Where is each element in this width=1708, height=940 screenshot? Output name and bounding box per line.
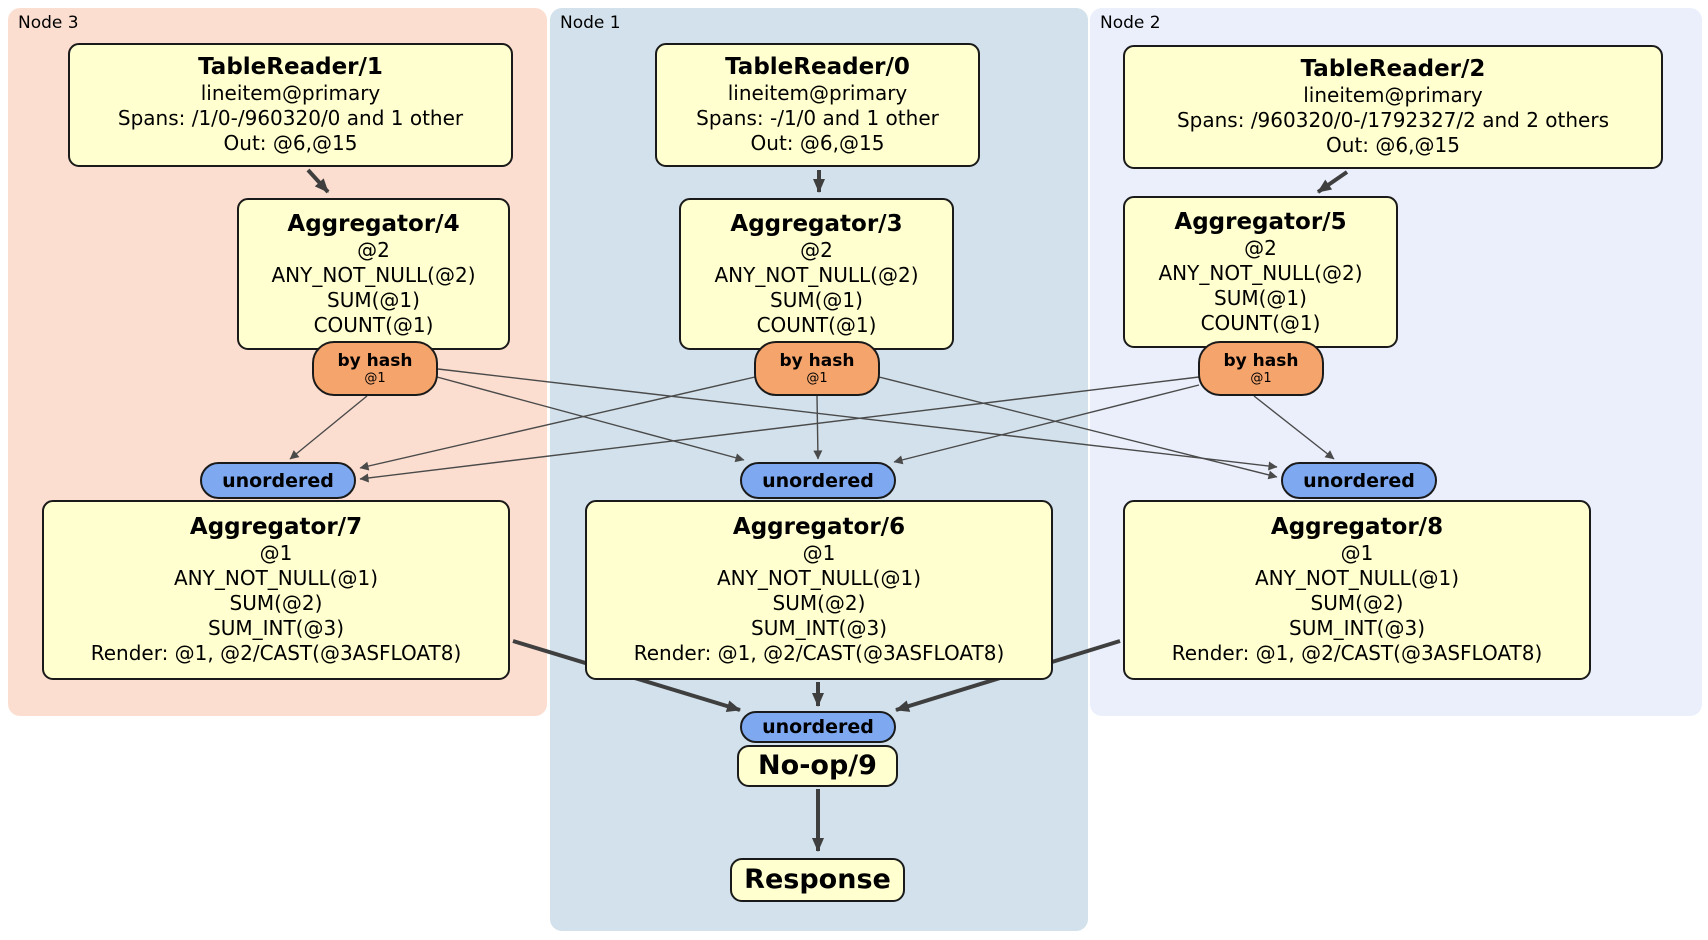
by-hash-router-center: by hash @1 — [754, 341, 880, 396]
aggregator7-render: Render: @1, @2/CAST(@3ASFLOAT8) — [90, 641, 462, 665]
edge-rR-sC — [893, 384, 1200, 465]
tablereader1-title: TableReader/1 — [198, 54, 383, 80]
node1-label: Node 1 — [560, 13, 621, 33]
aggregator6-line: SUM(@2) — [772, 591, 866, 615]
tablereader2-box: TableReader/2 lineitem@primary Spans: /9… — [1123, 45, 1663, 169]
unordered-sync-left: unordered — [200, 462, 356, 499]
aggregator3-line: ANY_NOT_NULL(@2) — [714, 262, 919, 287]
node3-label: Node 3 — [18, 13, 79, 33]
unordered-sync-bottom: unordered — [740, 711, 896, 743]
aggregator7-line: SUM(@2) — [229, 591, 323, 615]
by-hash-router-right: by hash @1 — [1198, 341, 1324, 396]
aggregator3-line: SUM(@1) — [770, 287, 863, 312]
aggregator4-line: COUNT(@1) — [313, 312, 434, 337]
aggregator3-box: Aggregator/3 @2 ANY_NOT_NULL(@2) SUM(@1)… — [679, 198, 954, 350]
aggregator4-line: ANY_NOT_NULL(@2) — [271, 262, 476, 287]
tablereader0-title: TableReader/0 — [725, 54, 910, 80]
aggregator7-title: Aggregator/7 — [189, 514, 363, 540]
by-hash-label: by hash — [337, 351, 413, 371]
unordered-sync-center: unordered — [740, 462, 896, 499]
tablereader2-title: TableReader/2 — [1300, 56, 1486, 82]
router-mesh-edges — [289, 368, 1335, 483]
aggregator7-line: @1 — [259, 541, 293, 565]
aggregator3-line: COUNT(@1) — [756, 312, 877, 337]
tablereader1-spans: Spans: /1/0-/960320/0 and 1 other — [117, 106, 464, 130]
aggregator5-box: Aggregator/5 @2 ANY_NOT_NULL(@2) SUM(@1)… — [1123, 196, 1398, 348]
by-hash-detail: @1 — [364, 371, 386, 386]
by-hash-label: by hash — [779, 351, 855, 371]
aggregator5-line: @2 — [1244, 235, 1277, 260]
aggregator4-title: Aggregator/4 — [287, 210, 460, 237]
unordered-sync-right: unordered — [1281, 462, 1437, 499]
aggregator3-title: Aggregator/3 — [730, 210, 903, 237]
aggregator8-line: @1 — [1340, 541, 1374, 565]
aggregator7-line: SUM_INT(@3) — [208, 616, 344, 640]
aggregator8-line: SUM(@2) — [1310, 591, 1404, 615]
aggregator6-line: SUM_INT(@3) — [751, 616, 887, 640]
aggregator8-title: Aggregator/8 — [1270, 514, 1444, 540]
tablereader0-index: lineitem@primary — [727, 81, 908, 105]
aggregator6-line: @1 — [802, 541, 836, 565]
tablereader2-out: Out: @6,@15 — [1326, 133, 1460, 157]
tablereader1-box: TableReader/1 lineitem@primary Spans: /1… — [68, 43, 513, 167]
aggregator7-line: ANY_NOT_NULL(@1) — [174, 566, 378, 590]
aggregator8-render: Render: @1, @2/CAST(@3ASFLOAT8) — [1171, 641, 1543, 665]
edge-rL-sL — [289, 395, 368, 460]
by-hash-label: by hash — [1223, 351, 1299, 371]
edge-rC-sC — [813, 395, 823, 460]
aggregator6-line: ANY_NOT_NULL(@1) — [717, 566, 921, 590]
tablereader2-index: lineitem@primary — [1303, 83, 1483, 107]
by-hash-detail: @1 — [1250, 371, 1272, 386]
aggregator5-line: SUM(@1) — [1214, 285, 1307, 310]
aggregator6-box: Aggregator/6 @1 ANY_NOT_NULL(@1) SUM(@2)… — [585, 500, 1053, 680]
edge-rC-sL — [359, 376, 756, 471]
aggregator4-line: @2 — [357, 237, 390, 262]
tablereader0-out: Out: @6,@15 — [750, 131, 885, 155]
edge-tr1-agg4 — [306, 168, 330, 194]
noop-title: No-op/9 — [758, 750, 877, 781]
response-title: Response — [744, 864, 891, 895]
tablereader0-spans: Spans: -/1/0 and 1 other — [696, 106, 939, 130]
aggregator6-render: Render: @1, @2/CAST(@3ASFLOAT8) — [633, 641, 1005, 665]
tablereader1-out: Out: @6,@15 — [223, 131, 358, 155]
aggregator3-line: @2 — [800, 237, 833, 262]
aggregator8-line: ANY_NOT_NULL(@1) — [1255, 566, 1459, 590]
response-box: Response — [730, 858, 905, 902]
noop-box: No-op/9 — [737, 745, 898, 787]
aggregator8-line: SUM_INT(@3) — [1289, 616, 1425, 640]
aggregator4-line: SUM(@1) — [327, 287, 420, 312]
aggregator7-box: Aggregator/7 @1 ANY_NOT_NULL(@1) SUM(@2)… — [42, 500, 510, 680]
edge-rC-sR — [878, 376, 1278, 480]
by-hash-detail: @1 — [806, 371, 828, 386]
edge-rL-sC — [436, 376, 745, 463]
aggregator5-line: ANY_NOT_NULL(@2) — [1158, 260, 1363, 285]
edge-rR-sL — [359, 376, 1200, 483]
aggregator5-line: COUNT(@1) — [1200, 310, 1321, 335]
tablereader1-index: lineitem@primary — [200, 81, 381, 105]
aggregator6-title: Aggregator/6 — [732, 514, 906, 540]
aggregator8-box: Aggregator/8 @1 ANY_NOT_NULL(@1) SUM(@2)… — [1123, 500, 1591, 680]
aggregator5-title: Aggregator/5 — [1174, 208, 1347, 235]
edge-tr2-agg5 — [1316, 170, 1349, 194]
by-hash-router-left: by hash @1 — [312, 341, 438, 396]
aggregator4-box: Aggregator/4 @2 ANY_NOT_NULL(@2) SUM(@1)… — [237, 198, 510, 350]
tablereader2-spans: Spans: /960320/0-/1792327/2 and 2 others — [1176, 108, 1609, 132]
node2-label: Node 2 — [1100, 13, 1161, 33]
edge-rR-sR — [1253, 395, 1335, 460]
tablereader0-box: TableReader/0 lineitem@primary Spans: -/… — [655, 43, 980, 167]
